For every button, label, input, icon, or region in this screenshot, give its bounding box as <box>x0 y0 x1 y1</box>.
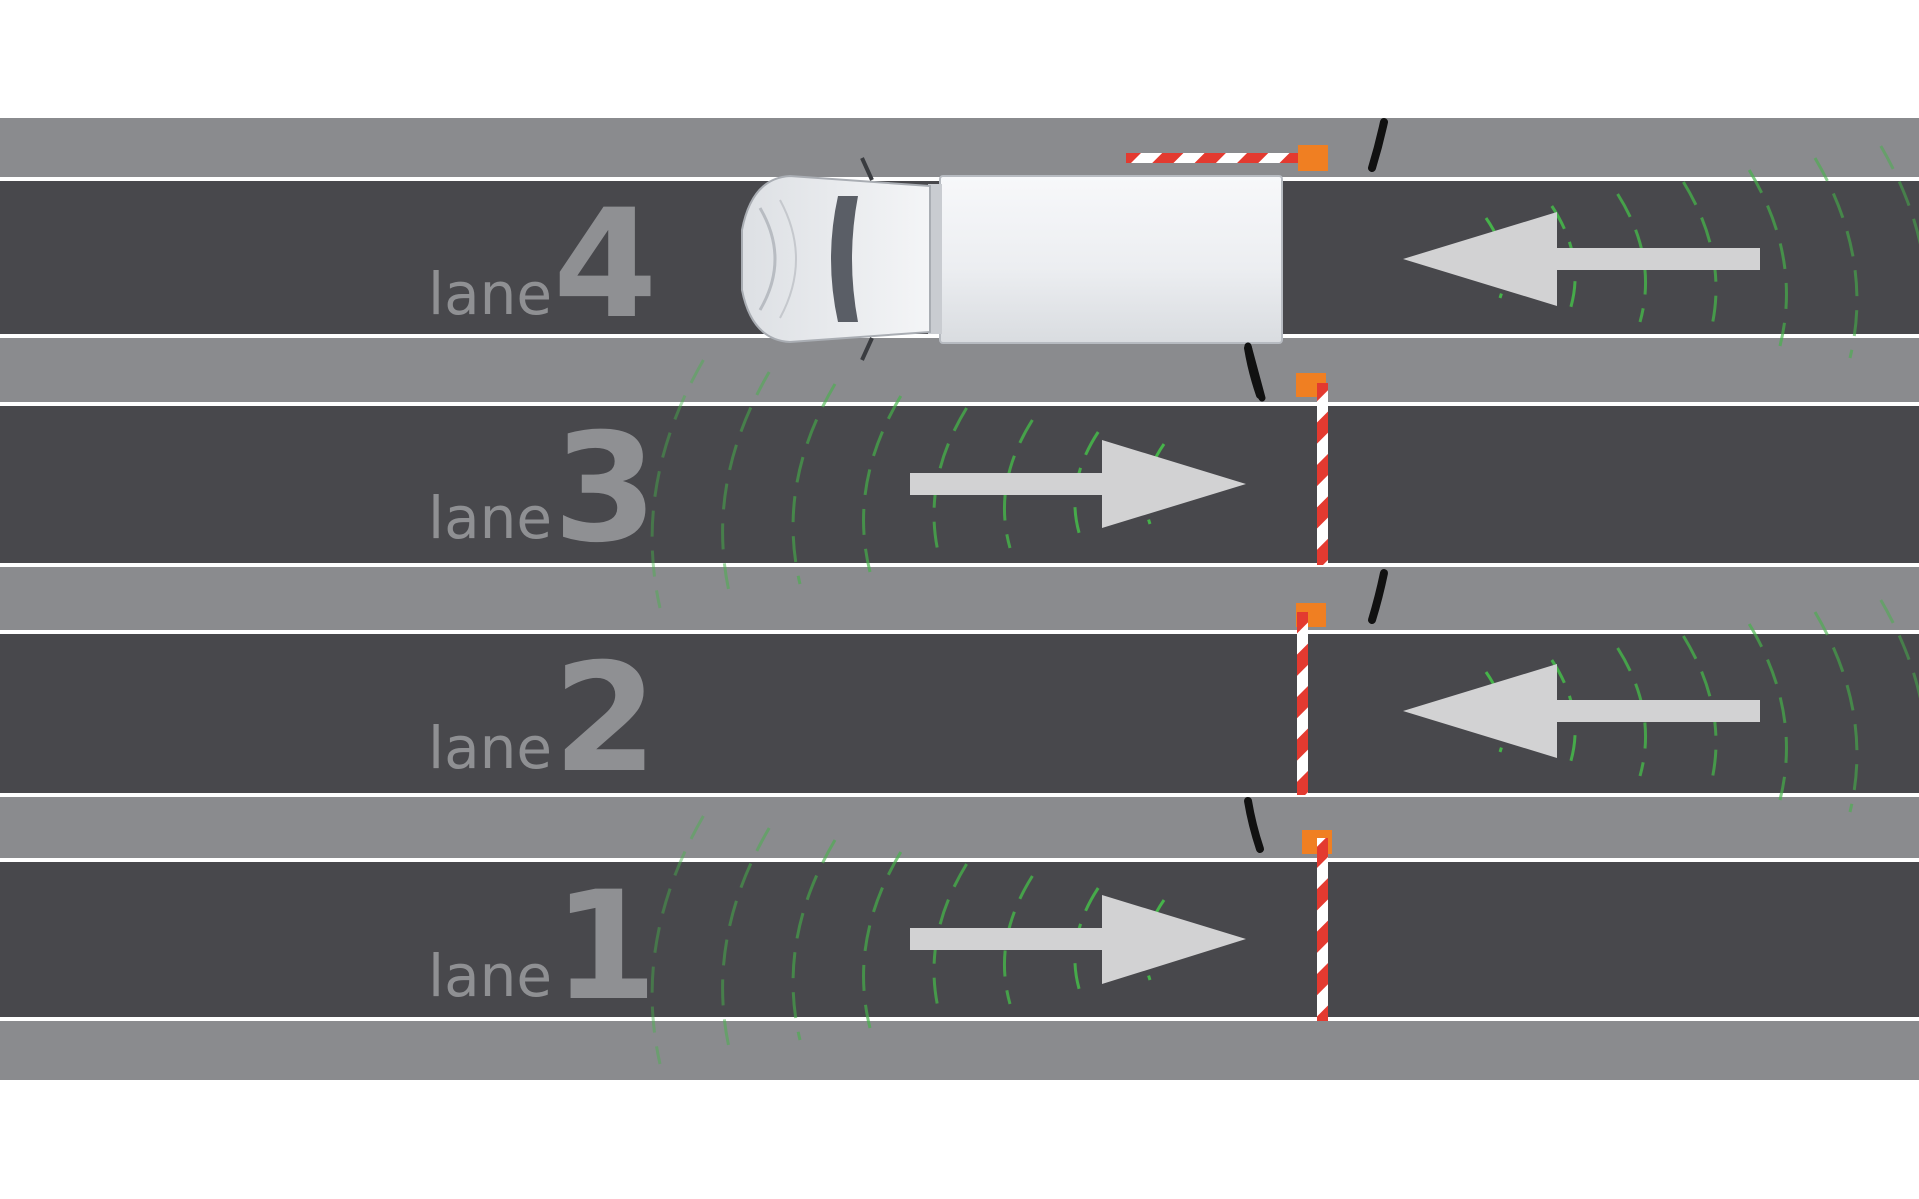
truck-windshield <box>831 196 858 322</box>
lane-3-label: lane 3 <box>428 402 657 576</box>
sensor-wave-arc <box>1616 193 1648 323</box>
sensor-wave-arc <box>721 827 771 1053</box>
sensor-wave-arc <box>721 371 771 597</box>
svg-text:1: 1 <box>553 860 657 1034</box>
sensor-wave-arc <box>650 815 705 1065</box>
lane-4-barrier-open <box>1126 145 1328 171</box>
sensor-wave-arc <box>791 839 837 1041</box>
lane-3-sensor-arm <box>1244 342 1266 402</box>
truck-box <box>939 175 1283 344</box>
lane-3-barrier-closed <box>1296 373 1328 565</box>
lane-4-label: lane 4 <box>428 178 657 352</box>
sensor-wave-arc <box>650 359 705 609</box>
svg-text:4: 4 <box>553 178 657 352</box>
svg-text:lane: lane <box>428 484 552 552</box>
sensor-wave-arc <box>1747 169 1788 347</box>
truck-mirror-top <box>860 157 874 181</box>
sensor-wave-arc <box>862 851 903 1029</box>
lane-2-direction-arrow <box>1403 664 1760 758</box>
svg-text:3: 3 <box>553 402 657 576</box>
lane-3-barrier-arm <box>1317 383 1328 565</box>
lane-4-direction-arrow <box>1403 212 1760 306</box>
svg-text:lane: lane <box>428 714 552 782</box>
sensor-wave-arc <box>1747 623 1788 801</box>
sensor-wave-arc <box>1813 611 1859 813</box>
sensor-wave-arc <box>1002 875 1034 1005</box>
sensor-wave-arc <box>1616 647 1648 777</box>
truck <box>741 157 1283 402</box>
svg-text:2: 2 <box>553 632 657 806</box>
lane-1-sensor <box>1244 797 1264 853</box>
truck-mirror-bottom <box>860 337 874 361</box>
lane-2-barrier-arm <box>1297 612 1308 795</box>
lane-1-direction-arrow <box>910 895 1246 984</box>
lane-1-label: lane 1 <box>428 860 657 1034</box>
lane-1-barrier-arm <box>1317 838 1328 1021</box>
lane-1-barrier-closed <box>1302 830 1332 1021</box>
sensor-wave-arc <box>862 395 903 573</box>
sensor-wave-arc <box>791 383 837 585</box>
lane-2-sensor <box>1368 569 1388 624</box>
sensor-wave-arc <box>1813 157 1859 359</box>
svg-text:lane: lane <box>428 942 552 1010</box>
lane-2-barrier-closed <box>1296 603 1326 795</box>
svg-text:lane: lane <box>428 260 552 328</box>
lane-4-barrier-post <box>1298 145 1328 171</box>
lane-4-sensor <box>1368 118 1388 172</box>
lane-4-barrier-arm <box>1126 153 1316 163</box>
lane-2-label: lane 2 <box>428 632 657 806</box>
lane-3-direction-arrow <box>910 440 1246 528</box>
sensor-wave-arc <box>1002 419 1034 549</box>
